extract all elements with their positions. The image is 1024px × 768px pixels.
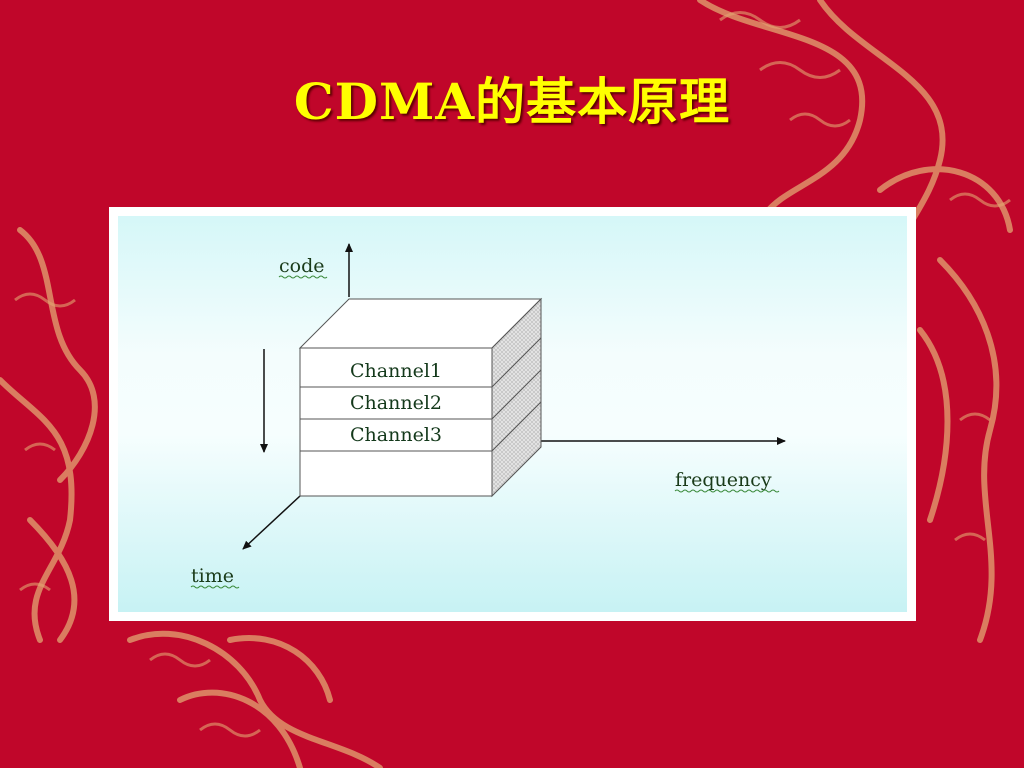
- frequency-label-underline: [674, 489, 780, 493]
- cdma-channel-diagram: Channel1 Channel2 Channel3 code frequenc…: [118, 216, 907, 612]
- box-side-divider: [491, 401, 542, 452]
- slide-title: CDMA的基本原理: [293, 72, 731, 131]
- frequency-axis-label: frequency: [675, 469, 772, 491]
- time-label-underline: [190, 585, 240, 589]
- box-side-divider: [491, 337, 542, 388]
- channel-label-1: Channel1: [350, 360, 442, 382]
- box-front-face: [299, 347, 493, 497]
- channel-label-3: Channel3: [350, 424, 442, 446]
- diagram-panel: Channel1 Channel2 Channel3 code frequenc…: [109, 207, 916, 621]
- code-axis-label: code: [279, 255, 325, 277]
- code-label-underline: [278, 275, 328, 279]
- channel-label-2: Channel2: [350, 392, 442, 414]
- time-axis-label: time: [191, 565, 234, 587]
- time-axis-arrow: [242, 495, 301, 550]
- box-side-divider: [491, 369, 542, 420]
